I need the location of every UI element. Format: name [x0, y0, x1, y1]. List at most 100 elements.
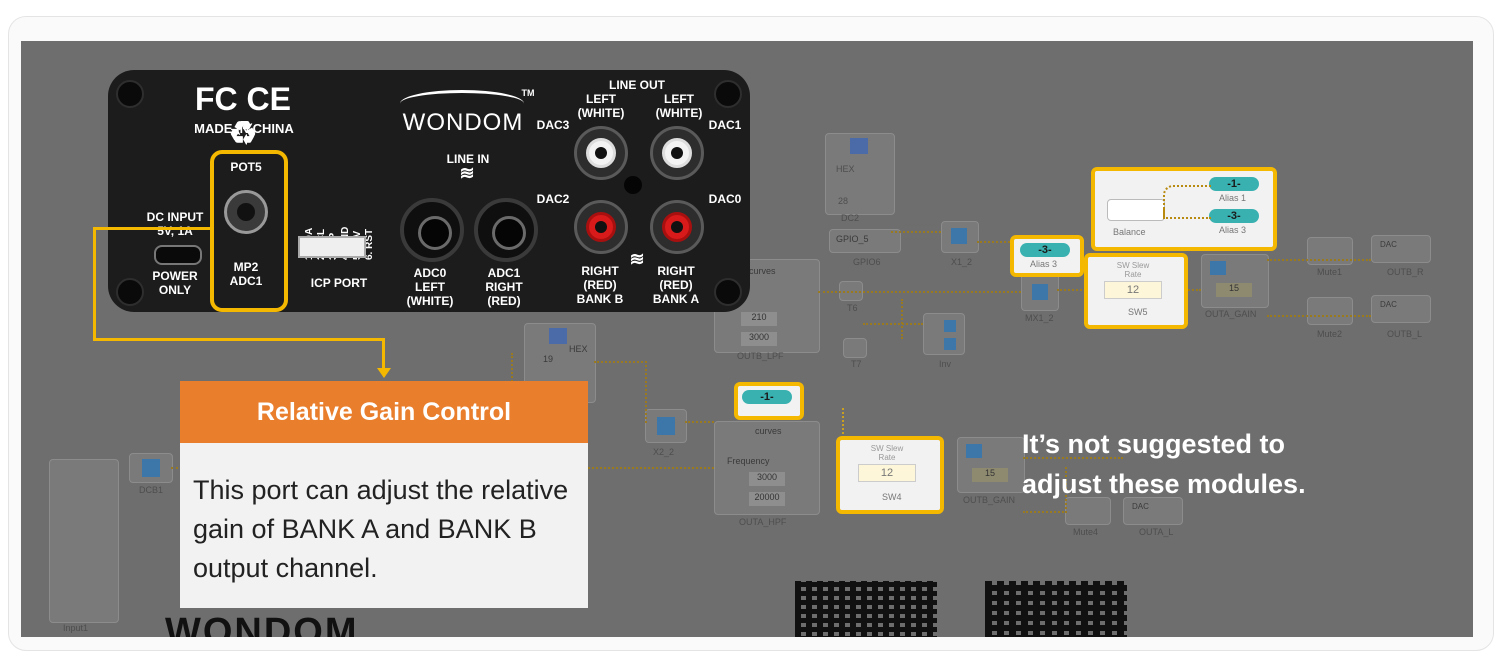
wire — [685, 421, 714, 423]
wire — [594, 361, 647, 423]
curves-label-2: curves — [755, 426, 782, 436]
dc-value: 28 — [838, 196, 849, 206]
outb-gain-module: 15 — [957, 437, 1025, 493]
board-panel: FC CE ♻ MADE IN CHINA DC INPUT 5V, 1A PO… — [108, 70, 750, 312]
hex-label: HEX — [836, 164, 855, 174]
outb-r-module: DAC — [1371, 235, 1431, 263]
usb-c-port — [154, 245, 202, 265]
outa-hpf-label: OUTA_HPF — [739, 517, 787, 527]
right-bank-a-label: RIGHT (RED) BANK A — [652, 264, 700, 306]
wondom-logo-wave — [400, 90, 524, 117]
sw5-highlight: SW Slew Rate 12 SW5 — [1084, 253, 1188, 329]
alias-1-label: Alias 1 — [1219, 193, 1247, 203]
dac3-label: DAC3 — [536, 118, 570, 132]
alias-3-label: Alias 3 — [1219, 225, 1247, 235]
pot5-knob[interactable] — [224, 190, 268, 234]
gpio6-module: GPIO_5 — [829, 229, 901, 253]
adc0-label: ADC0 LEFT (WHITE) — [406, 266, 454, 308]
callout-body: This port can adjust the relative gain o… — [180, 443, 588, 608]
dc-mid-value: 19 — [543, 354, 554, 364]
outa-gain-module: 15 — [1201, 254, 1269, 308]
alias-1-node[interactable]: -1- — [1209, 177, 1259, 191]
input1-module — [49, 459, 119, 623]
dac0-rca-jack[interactable] — [650, 200, 704, 254]
made-in-label: MADE IN CHINA — [194, 121, 294, 136]
screw-bl — [116, 278, 144, 306]
alias-1-sw4-node[interactable]: -1- — [742, 390, 792, 404]
mute1-label: Mute1 — [1317, 267, 1343, 277]
screw-tr — [714, 80, 742, 108]
line-in-icon: ≋ — [459, 163, 475, 183]
dac-label-1: DAC — [1380, 240, 1397, 249]
leader-line-drop — [382, 338, 385, 370]
pot5-sub-label: MP2 ADC1 — [229, 260, 263, 288]
alias-3-left-node[interactable]: -3- — [1020, 243, 1070, 257]
screw-br — [714, 278, 742, 306]
dac2-label: DAC2 — [536, 192, 570, 206]
left-white-label-2: LEFT (WHITE) — [655, 92, 703, 120]
adc0-jack[interactable] — [400, 198, 464, 262]
balance-field[interactable] — [1107, 199, 1165, 221]
mute2-label: Mute2 — [1317, 329, 1343, 339]
line-in-label: LINE IN — [446, 152, 490, 166]
pot5-highlight — [210, 150, 288, 312]
curves-label: curves — [749, 266, 776, 276]
outb-l-module: DAC — [1371, 295, 1431, 323]
mute4-module — [1065, 497, 1111, 525]
alias-3-node[interactable]: -3- — [1209, 209, 1259, 223]
dac1-label: DAC1 — [708, 118, 742, 132]
dac-label-2: DAC — [1380, 300, 1397, 309]
outb-r-label: OUTB_R — [1387, 267, 1424, 277]
freq-value-4: 20000 — [749, 492, 785, 506]
footer-brand-logo: WONDOM — [165, 611, 359, 637]
t7-label: T7 — [851, 359, 862, 369]
freq-value-2: 3000 — [741, 332, 777, 346]
callout-title: Relative Gain Control — [180, 381, 588, 443]
wire — [863, 323, 923, 325]
sw4-highlight: SW Slew Rate 12 SW4 — [836, 436, 944, 514]
freq-value-3: 3000 — [749, 472, 785, 486]
dc2-module: HEX 28 — [825, 133, 895, 215]
alias-sw4-highlight: -1- — [734, 382, 804, 420]
qr-code-right — [985, 581, 1127, 637]
dc2-label: DC2 — [841, 213, 860, 223]
wire — [1267, 315, 1371, 317]
outa-l-label: OUTA_L — [1139, 527, 1174, 537]
x1-label: X1_2 — [951, 257, 973, 267]
outb-l-label: OUTB_L — [1387, 329, 1423, 339]
sw4-wire — [842, 408, 846, 458]
sw5-value-field[interactable]: 12 — [1104, 281, 1162, 299]
input1-label: Input1 — [63, 623, 89, 633]
leader-line — [93, 227, 211, 341]
dac3-rca-jack[interactable] — [574, 126, 628, 180]
gain-value-a: 15 — [1216, 283, 1252, 297]
power-only-label: POWER ONLY — [152, 269, 198, 297]
gain-value-b: 15 — [972, 468, 1008, 482]
sw4-value-field[interactable]: 12 — [858, 464, 916, 482]
leader-arrow-head — [377, 368, 391, 378]
inv-module — [923, 313, 965, 355]
sw4-title: SW Slew Rate — [870, 444, 904, 462]
adc1-jack[interactable] — [474, 198, 538, 262]
line-out-icon: ≋ — [629, 249, 645, 269]
x2-module — [645, 409, 687, 443]
screw-tl — [116, 80, 144, 108]
wire — [891, 231, 941, 233]
outb-gain-label: OUTB_GAIN — [963, 495, 1016, 505]
hex-label-2: HEX — [569, 344, 588, 354]
certification-marks: FC CE ♻ — [195, 81, 291, 151]
dac1-rca-jack[interactable] — [650, 126, 704, 180]
warning-note: It’s not suggested to adjust these modul… — [1022, 429, 1306, 499]
outa-l-module: DAC — [1123, 497, 1183, 525]
sw5-title: SW Slew Rate — [1116, 261, 1150, 279]
balance-highlight: Balance -1- Alias 1 -3- Alias 3 — [1091, 167, 1277, 251]
dac2-rca-jack[interactable] — [574, 200, 628, 254]
wire — [977, 241, 1021, 243]
icp-connector — [298, 236, 366, 258]
wondom-logo: WONDOM — [402, 109, 524, 136]
balance-label: Balance — [1113, 227, 1146, 237]
sw4-label: SW4 — [882, 492, 902, 502]
icp-port-label: ICP PORT — [310, 276, 368, 290]
pot5-label: POT5 — [230, 160, 262, 174]
outa-gain-label: OUTA_GAIN — [1205, 309, 1257, 319]
